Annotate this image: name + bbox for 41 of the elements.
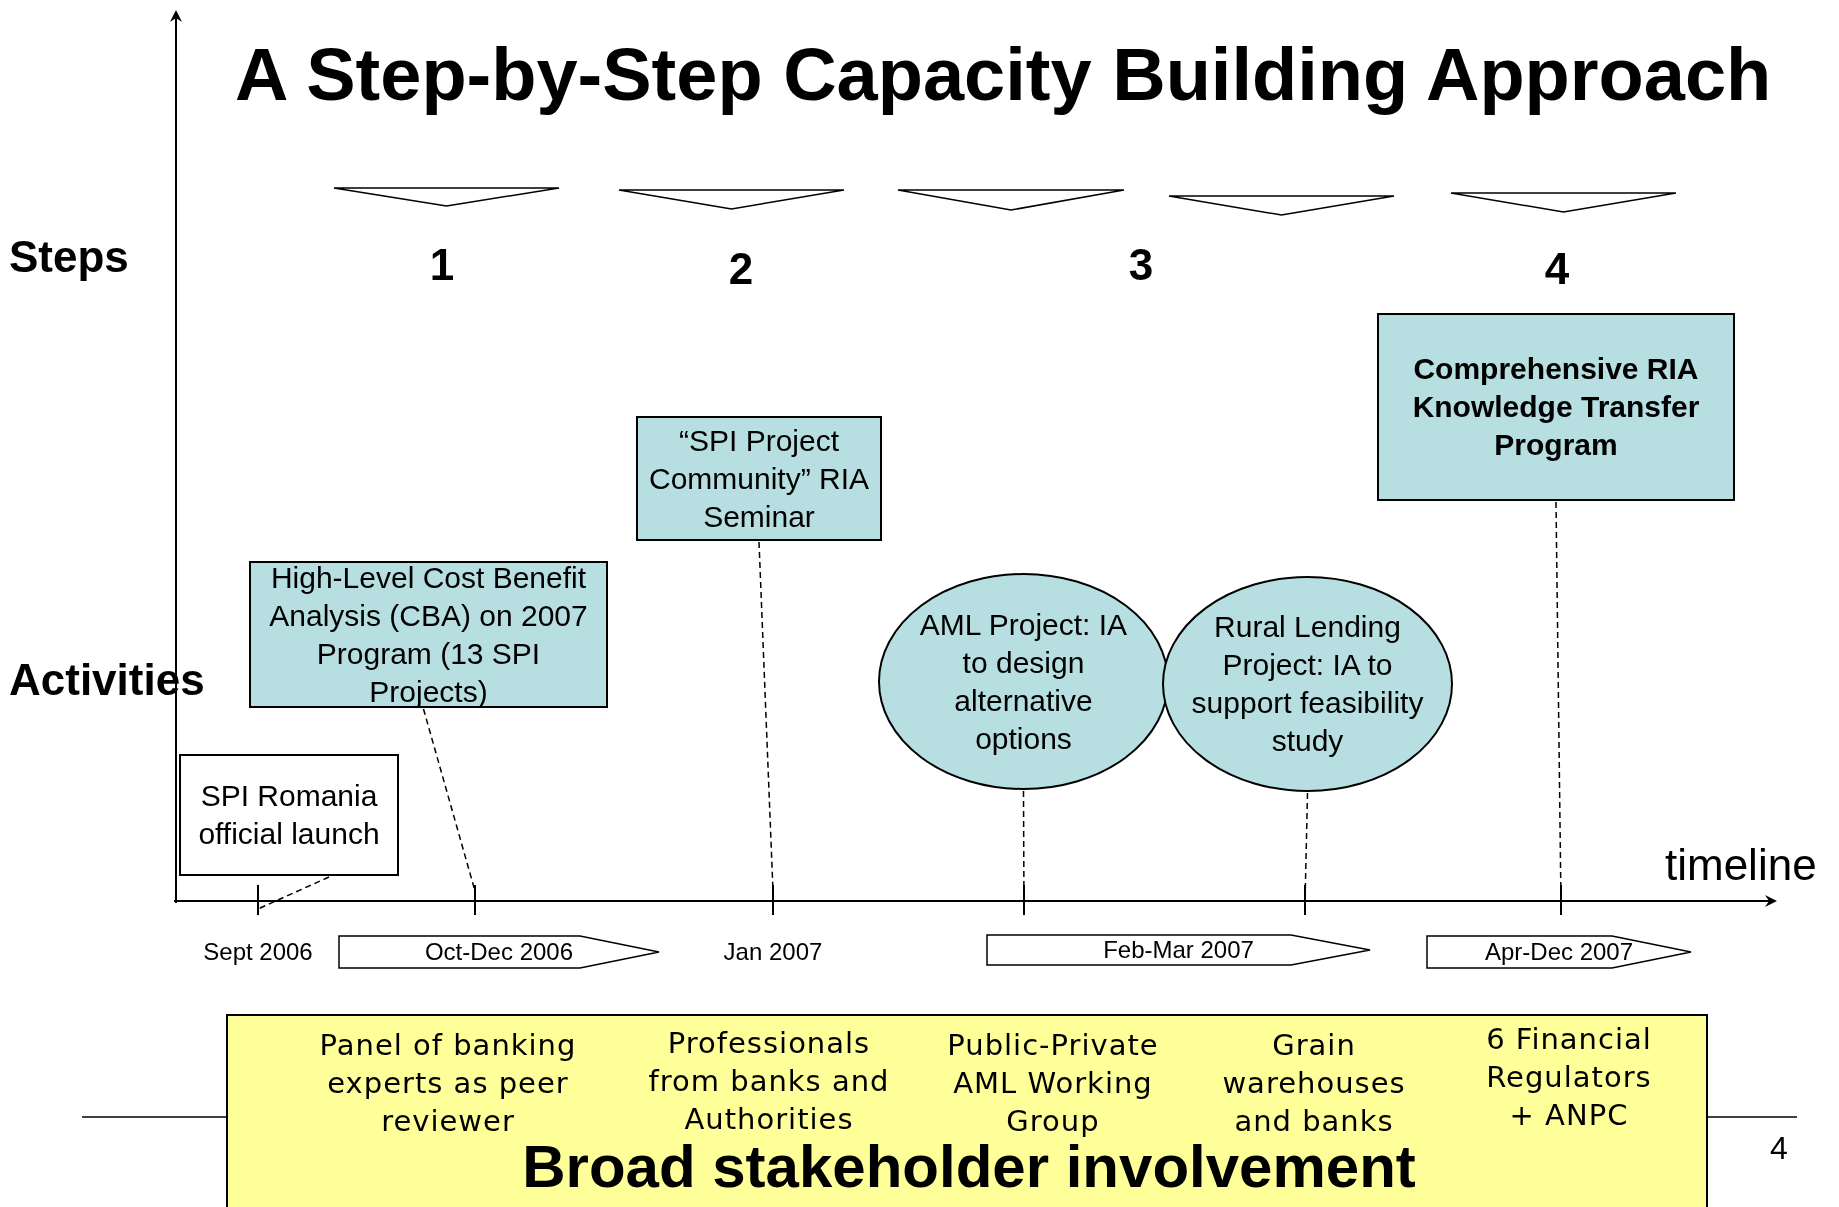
step-marker-triangle [1450,192,1677,213]
date-label: Jan 2007 [723,938,823,966]
page-number: 4 [1770,1130,1788,1167]
step-marker-triangle [333,187,560,207]
stakeholder-text: 6 Financial Regulators + ANPC [1485,1021,1653,1134]
activity-label: Comprehensive RIA Knowledge Transfer Program [1411,351,1701,463]
activity-label: Rural Lending Project: IA to support feasibility study [1190,609,1425,759]
row-heading: Steps [9,232,129,282]
milestone-box [179,754,399,876]
date-label: Sept 2006 [203,938,313,966]
activity-label: AML Project: IA to design alternative options [918,606,1129,757]
step-marker-triangle [897,189,1125,211]
step-number: 4 [1544,244,1570,294]
stakeholder-text: Public-Private AML Working Group [946,1027,1160,1140]
activity-label: High-Level Cost Benefit Analysis (CBA) on 2007 Program (13 SPI Projects) [268,559,589,710]
period-label: Oct-Dec 2006 [423,938,575,966]
activity-box [636,416,882,541]
date-range-tag [1426,935,1692,969]
slide-title: A Step-by-Step Capacity Building Approach [235,32,1772,117]
date-range-tag [338,935,660,969]
activity-ellipse [878,573,1169,790]
step-number: 2 [728,244,754,294]
period-label: Feb-Mar 2007 [1102,936,1255,964]
period-label: Apr-Dec 2007 [1483,938,1635,966]
stakeholder-text: Grain warehouses and banks [1221,1027,1407,1140]
step-number: 3 [1128,240,1154,290]
axis-label: timeline [1665,840,1817,890]
activity-ellipse [1162,576,1453,792]
activity-label: “SPI Project Community” RIA Seminar [647,422,870,535]
leader-line [1022,790,1025,910]
leader-line [257,876,330,910]
step-number: 1 [429,240,455,290]
date-range-tag [986,934,1371,966]
step-marker-triangle [618,189,845,210]
step-marker-triangle [1168,195,1395,216]
leader-line [1555,501,1562,904]
activity-label: SPI Romania official launch [197,778,381,852]
stakeholder-text: Panel of banking experts as peer reviewer [318,1027,578,1140]
stakeholder-text: Professionals from banks and Authorities [647,1025,891,1138]
activity-box [1377,313,1735,501]
stakeholder-panel [226,1014,1708,1207]
